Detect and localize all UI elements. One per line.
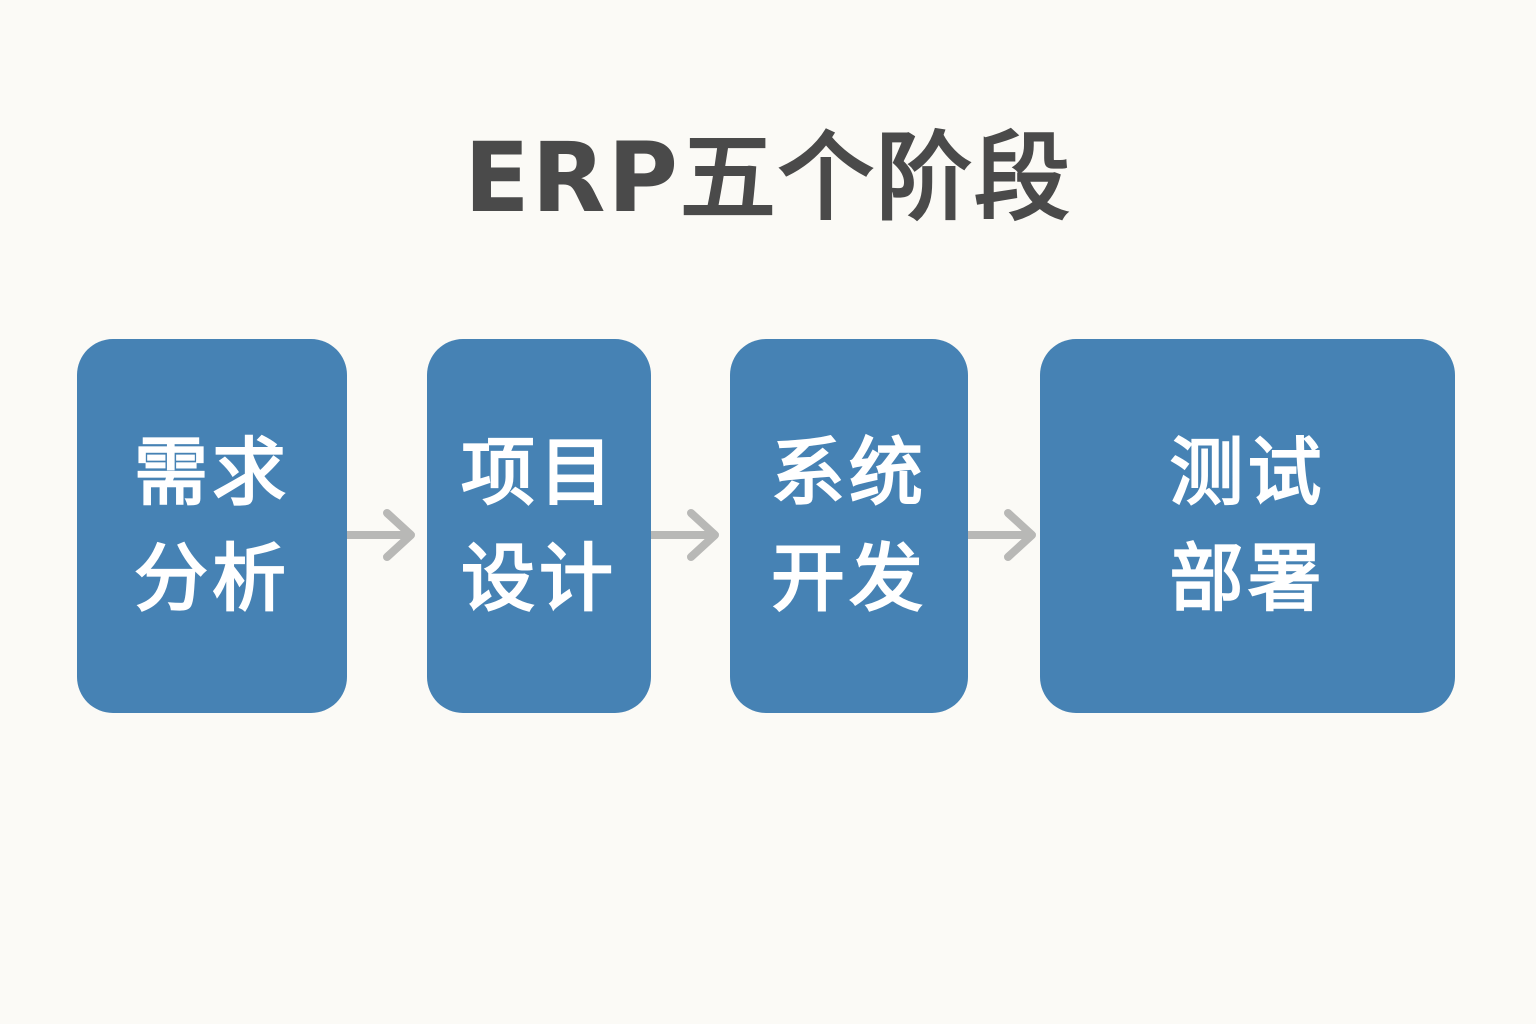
stage-label-line2: 部署: [1169, 536, 1326, 622]
stage-label-line1: 系统: [771, 430, 927, 516]
stage-box-requirements-analysis: 需求 分析: [77, 339, 347, 713]
stage-box-test-deployment: 测试 部署: [1040, 339, 1455, 713]
stage-box-system-development: 系统 开发: [730, 339, 968, 713]
stage-label-line1: 需求: [134, 430, 290, 516]
arrow-right-icon: [347, 509, 415, 561]
stage-label-line2: 开发: [771, 536, 927, 622]
arrow-right-icon: [651, 509, 719, 561]
stage-label-line2: 分析: [134, 536, 290, 622]
stage-label-line2: 设计: [461, 536, 617, 622]
arrow-right-icon: [968, 509, 1036, 561]
diagram-title: ERP五个阶段: [464, 122, 1072, 234]
stage-label-line1: 项目: [461, 430, 617, 516]
stage-label-line1: 测试: [1169, 430, 1326, 516]
stage-box-project-design: 项目 设计: [427, 339, 651, 713]
